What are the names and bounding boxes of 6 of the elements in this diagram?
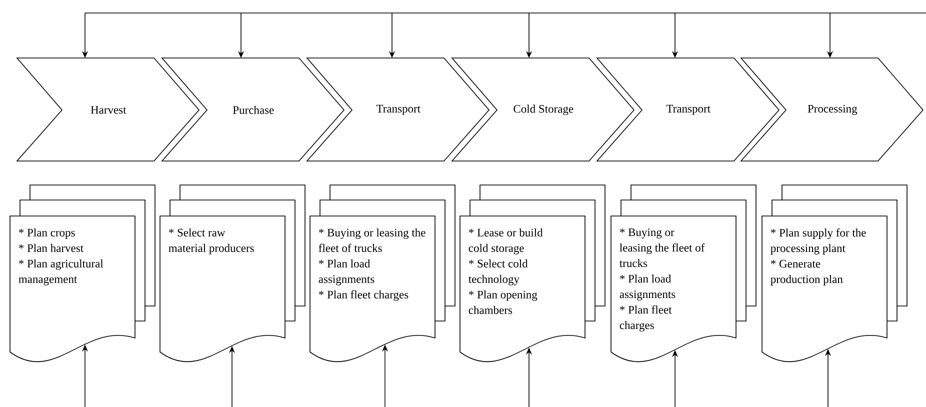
document-stack: * Buying or leasing the fleet of trucks * Plan load assignments * Plan fleet charges [310, 184, 456, 362]
document-stack: * Buying or leasing the fleet of trucks * Plan load assignments * Plan fleet charges [610, 184, 756, 362]
document-stack: * Plan crops * Plan harvest * Plan agricultural management [10, 184, 156, 362]
document-stack: * Lease or build cold storage * Select cold technology * Plan opening chambers [460, 184, 606, 362]
document-stack: * Select raw material producers [160, 184, 306, 362]
document-stack: * Plan supply for the processing plant * Generate production plan [762, 184, 908, 362]
